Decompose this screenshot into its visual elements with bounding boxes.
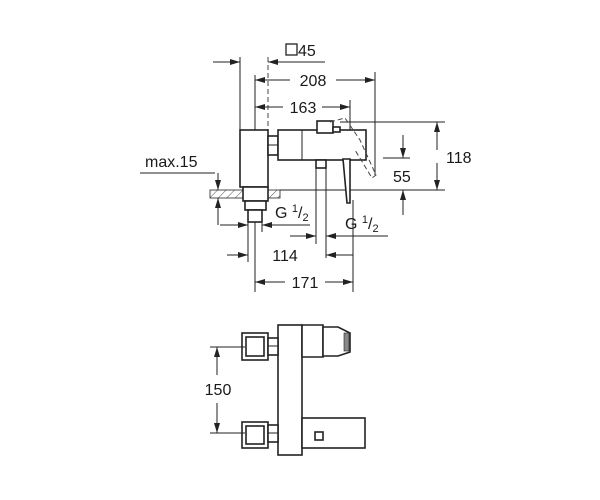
dim-208: 208 xyxy=(300,73,327,90)
dim-171: 171 xyxy=(292,275,319,292)
dim-150: 150 xyxy=(205,382,232,399)
lever-square xyxy=(314,431,324,441)
mixer-body-top xyxy=(277,324,303,456)
lever-alt-position xyxy=(329,117,377,179)
dim-163: 163 xyxy=(290,100,317,117)
mixer-body xyxy=(277,129,367,161)
lever xyxy=(342,158,351,204)
dim-118: 118 xyxy=(446,150,472,167)
dim-114: 114 xyxy=(272,248,298,265)
diverter-knob xyxy=(316,120,334,134)
valve-body xyxy=(239,129,269,188)
dim-square-45: 45 xyxy=(298,43,316,60)
thread-label-left: G 1/2 xyxy=(275,203,309,224)
dim-55: 55 xyxy=(393,169,411,186)
escutcheon xyxy=(242,186,269,202)
thread-label-right: G 1/2 xyxy=(345,214,379,235)
spout-top xyxy=(322,326,351,357)
dim-max-15: max.15 xyxy=(145,154,198,171)
side-view: 45 208 163 118 55 max.15 G 1/2 G 1/2 xyxy=(140,43,472,292)
top-view: 150 xyxy=(205,324,366,456)
lever-top xyxy=(301,417,366,449)
square-symbol-icon xyxy=(285,43,298,56)
inlet-pipe xyxy=(247,209,263,223)
